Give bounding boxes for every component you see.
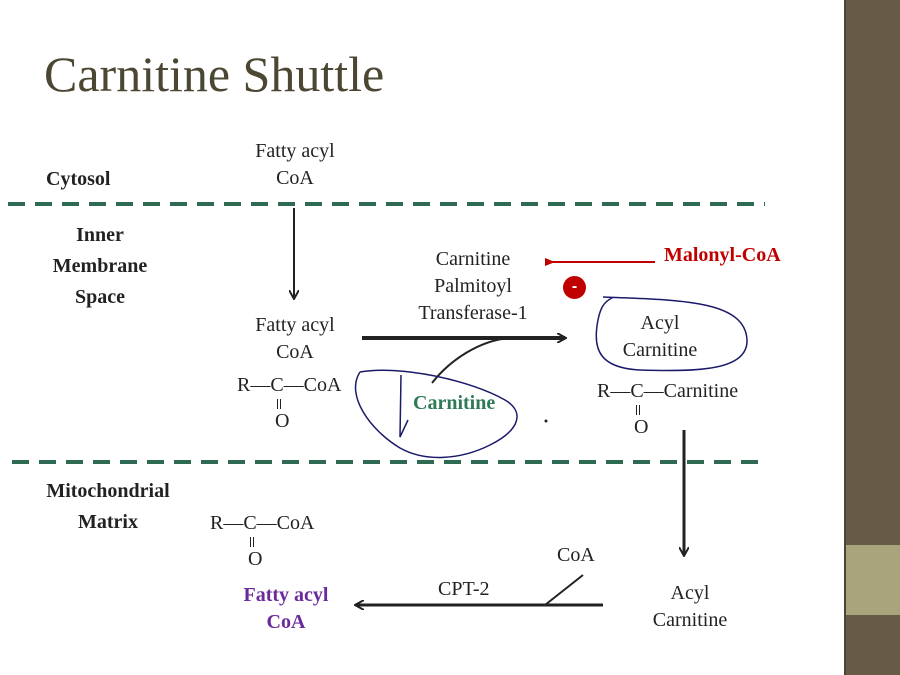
formula-line: R—C—CoA (237, 374, 342, 396)
fatty-acyl-coa-cytosol: Fatty acyl CoA (240, 138, 350, 192)
label-inner-membrane-space: Inner Membrane Space (30, 220, 170, 313)
enzyme-cpt1: Carnitine Palmitoyl Transferase-1 (398, 246, 548, 327)
text-line: Acyl (670, 582, 710, 604)
double-bond (277, 399, 281, 409)
text-line: Carnitine (435, 248, 511, 270)
dot (544, 419, 548, 423)
text-line: Palmitoyl (434, 275, 512, 297)
matrix-line: Matrix (78, 511, 138, 533)
coa-label: CoA (557, 544, 595, 566)
hand-circle-acyl (595, 296, 748, 372)
text-line: Carnitine (622, 339, 698, 361)
text-line: CoA (266, 611, 306, 633)
acyl-carnitine-matrix: Acyl Carnitine (630, 580, 750, 634)
hand-circle-carnitine (354, 369, 518, 459)
double-bond (636, 405, 640, 415)
fatty-acyl-coa-ims: Fatty acyl CoA (240, 312, 350, 366)
oxygen: O (634, 416, 649, 438)
matrix-line: Mitochondrial (46, 480, 170, 502)
oxygen: O (275, 410, 290, 432)
oxygen: O (248, 548, 263, 570)
hand-arrow-mark (399, 374, 409, 438)
text-line: Fatty acyl (255, 314, 335, 336)
text-line: Acyl (640, 312, 680, 334)
carnitine-label: Carnitine (413, 392, 496, 414)
text-line: Carnitine (652, 609, 728, 631)
text-line: Fatty acyl (255, 140, 335, 162)
inhibition-badge: - (563, 276, 586, 299)
double-bond (250, 537, 254, 547)
malonyl-coa: Malonyl-CoA (664, 244, 781, 266)
minus-sign: - (571, 278, 578, 295)
ims-line: Inner (76, 224, 124, 246)
carnitine-curve (431, 337, 511, 384)
formula-line: R—C—CoA (210, 512, 315, 534)
ims-line: Membrane (52, 255, 148, 277)
ims-line: Space (75, 286, 125, 308)
enzyme-cpt2: CPT-2 (438, 578, 490, 600)
text-line: CoA (276, 341, 314, 363)
label-mitochondrial-matrix: Mitochondrial Matrix (22, 476, 194, 538)
text-line: Fatty acyl (243, 584, 329, 606)
text-line: Transferase-1 (418, 302, 528, 324)
product-fatty-acyl-coa: Fatty acyl CoA (226, 582, 346, 636)
slide-title: Carnitine Shuttle (44, 46, 385, 102)
coa-branch (544, 574, 584, 606)
formula-line: R—C—Carnitine (597, 380, 739, 402)
label-cytosol: Cytosol (46, 168, 111, 190)
slide-sidebar-accent (846, 545, 900, 615)
text-line: CoA (276, 167, 314, 189)
acyl-carnitine-ims: Acyl Carnitine (600, 310, 720, 364)
